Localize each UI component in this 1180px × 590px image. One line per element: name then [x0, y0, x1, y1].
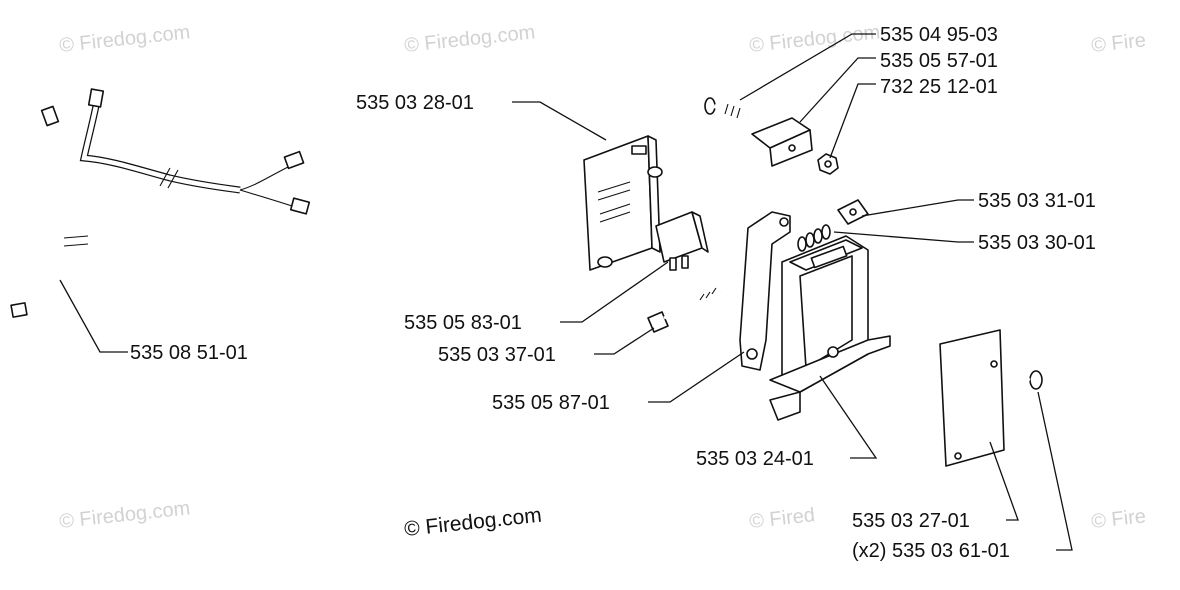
watermarks: © Firedog.com © Firedog.com © Firedog.co… — [58, 21, 1147, 541]
wire-harness-drawing — [10, 88, 311, 318]
screw-drawing — [704, 97, 749, 120]
label-screw: 535 04 95-03 — [880, 24, 998, 46]
bracket-drawing — [751, 117, 813, 167]
cover-screw-drawing — [1013, 370, 1043, 390]
label-circuit-board: 535 03 28-01 — [356, 92, 474, 114]
watermark-bottom-left: © Firedog.com — [58, 497, 191, 533]
label-lever-arm: 535 05 87-01 — [492, 392, 610, 414]
microswitch-drawing — [655, 211, 709, 271]
spring-drawing — [797, 224, 831, 252]
label-bolt: 535 03 37-01 — [438, 344, 556, 366]
label-bracket: 535 05 57-01 — [880, 50, 998, 72]
watermark-main: © Firedog.com — [403, 504, 543, 541]
label-cover-plate: 535 03 27-01 — [852, 510, 970, 532]
label-housing-frame: 535 03 24-01 — [696, 448, 814, 470]
label-wire-harness: 535 08 51-01 — [130, 342, 248, 364]
watermark-top-edge: © Fire — [1090, 29, 1147, 57]
watermark-bottom-right: © Fired — [748, 504, 816, 533]
nut-drawing — [817, 153, 839, 175]
lever-arm-drawing — [739, 211, 791, 371]
label-microswitch: 535 05 83-01 — [404, 312, 522, 334]
label-nut: 732 25 12-01 — [880, 76, 998, 98]
label-cover-screw: (x2) 535 03 61-01 — [852, 540, 1010, 562]
pad-drawing — [837, 199, 869, 225]
circuit-board-drawing — [583, 135, 663, 271]
watermark-bottom-edge: © Fire — [1090, 505, 1147, 533]
label-pad: 535 03 31-01 — [978, 190, 1096, 212]
watermark-top-center: © Firedog.com — [403, 21, 536, 57]
part-labels: 535 08 51-01 535 03 28-01 535 05 83-01 5… — [130, 24, 1096, 562]
bolt-drawing — [647, 287, 721, 333]
housing-frame-drawing — [769, 235, 891, 421]
cover-plate-drawing — [939, 329, 1005, 467]
watermark-top-right: © Firedog.com — [748, 21, 881, 57]
leader-lines — [59, 33, 1073, 551]
watermark-top-left: © Firedog.com — [58, 21, 191, 57]
label-spring: 535 03 30-01 — [978, 232, 1096, 254]
